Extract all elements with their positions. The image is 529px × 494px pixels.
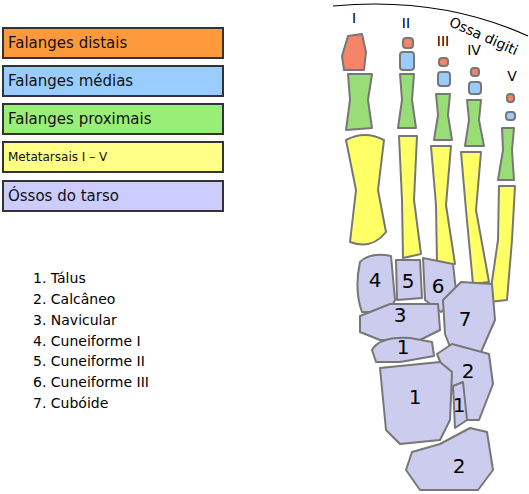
key-entry: 3. Navicular [33, 312, 117, 328]
callout-number: 1 [409, 386, 422, 409]
tarsal-bones [357, 255, 495, 490]
legend-swatch: Metatarsais I – V [2, 141, 224, 173]
callout-number: 5 [402, 270, 415, 293]
key-entry: 6. Cuneiforme III [33, 374, 149, 390]
callout-number: 6 [432, 275, 445, 298]
legend-swatch: Falanges proximais [2, 103, 224, 135]
callout-number: 1 [453, 394, 466, 417]
legend-text: Óssos do tarso [8, 187, 119, 205]
digit-arc [333, 4, 528, 36]
callout-number: 2 [462, 360, 475, 383]
key-entry: 7. Cubóide [33, 395, 108, 411]
legend-text: Falanges médias [8, 72, 133, 90]
callout-number: 2 [453, 455, 466, 478]
toe-numeral: II [402, 15, 410, 31]
bones [342, 34, 515, 490]
toe-numeral: I [352, 10, 356, 26]
middle-phalanges [400, 52, 515, 120]
callout-number: 3 [394, 304, 407, 327]
toe-numeral: IV [467, 42, 481, 58]
legend-swatch: Falanges médias [2, 65, 224, 97]
callout-number: 1 [397, 336, 410, 359]
toe-numeral: III [437, 33, 449, 49]
legend-text: Falanges distais [8, 34, 127, 52]
legend-swatch: Falanges distais [2, 27, 224, 59]
key-entry: 2. Calcâneo [33, 291, 115, 307]
key-entry: 1. Tálus [33, 270, 86, 286]
key-entry: 5. Cuneiforme II [33, 353, 145, 369]
legend-swatch: Óssos do tarso [2, 180, 224, 212]
callout-number: 4 [369, 269, 382, 292]
legend-text: Falanges proximais [8, 110, 152, 128]
legend-text: Metatarsais I – V [8, 150, 107, 164]
key-entry: 4. Cuneiforme I [33, 333, 141, 349]
toe-numeral: V [507, 68, 517, 84]
callout-number: 7 [459, 308, 472, 331]
group-title: Ossa digiti [447, 14, 521, 59]
